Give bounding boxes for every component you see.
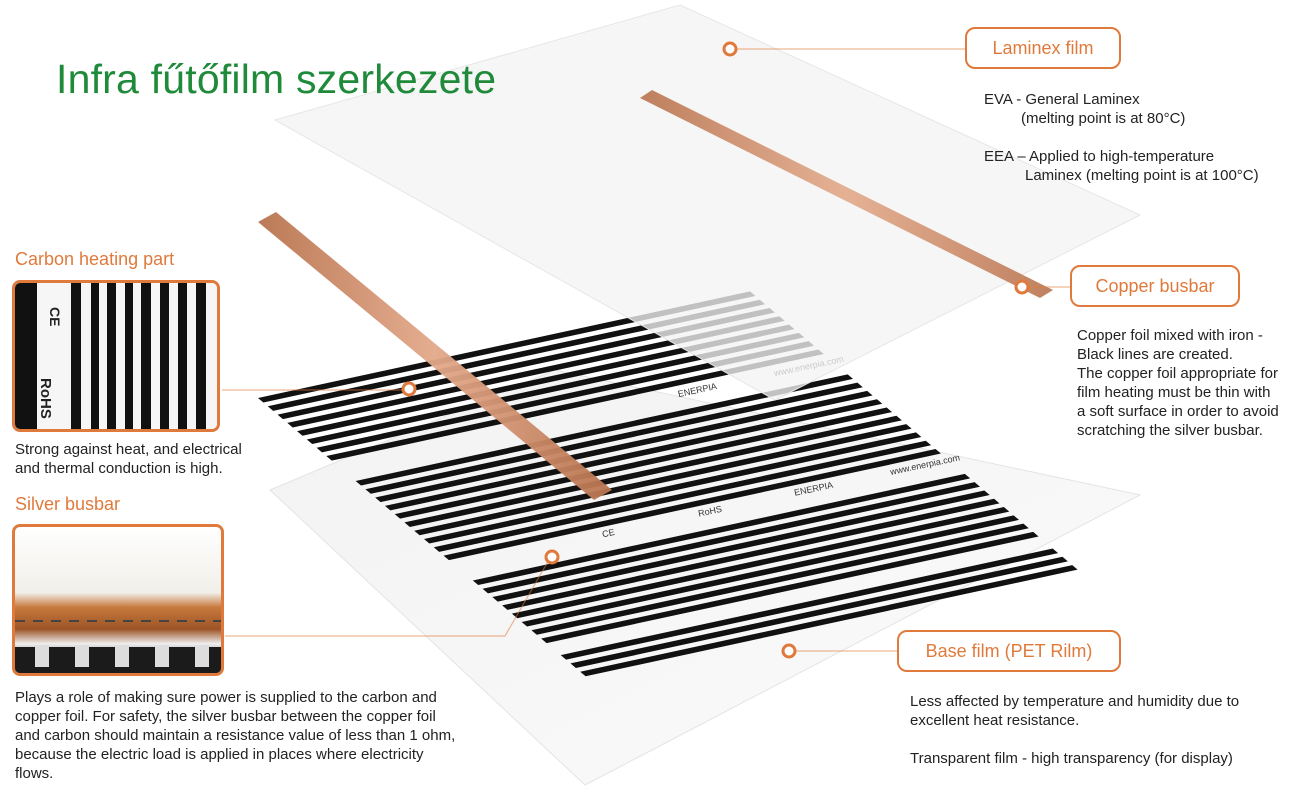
silver-desc-line: Plays a role of making sure power is sup… xyxy=(15,689,437,706)
base-desc-line: excellent heat resistance. xyxy=(910,712,1080,729)
carbon-stripe xyxy=(433,440,932,552)
marker-silver xyxy=(544,549,560,565)
carbon-stripe xyxy=(424,432,922,544)
carbon-stripe xyxy=(355,374,854,486)
laminex-eea-line: EEA – Applied to high-temperature xyxy=(984,148,1215,165)
film-print-text: CE xyxy=(601,527,615,539)
carbon-stripe xyxy=(560,548,1059,660)
carbon-stripe xyxy=(404,415,902,527)
copper-desc-line: Copper foil mixed with iron - xyxy=(1077,327,1263,344)
laminex-eva-line: (melting point is at 80°C) xyxy=(1021,110,1186,127)
silver-desc-line: and carbon should maintain a resistance … xyxy=(15,727,456,744)
silver-desc-line: because the electric load is applied in … xyxy=(15,746,424,763)
carbon-stripe xyxy=(482,482,980,594)
film-print-text: RoHS xyxy=(697,504,723,519)
laminex-eva-line: EVA - General Laminex xyxy=(984,91,1140,108)
carbon-stripe xyxy=(541,531,1039,644)
carbon-stripe xyxy=(580,565,1078,677)
carbon-stripe xyxy=(531,523,1029,635)
carbon-stripe xyxy=(365,382,863,494)
carbon-photo: CE RoHS xyxy=(12,280,220,432)
carbon-description: Strong against heat, and electrical and … xyxy=(15,440,242,478)
carbon-stripe xyxy=(492,490,990,602)
marker-copper xyxy=(1014,279,1030,295)
marker-base xyxy=(781,643,797,659)
base-desc-line: Transparent film - high transparency (fo… xyxy=(910,750,1233,767)
marker-laminex xyxy=(722,41,738,57)
laminex-pill: Laminex film xyxy=(965,27,1121,69)
base-film-description: Less affected by temperature and humidit… xyxy=(910,692,1239,768)
carbon-stripe xyxy=(511,507,1010,619)
laminex-eea-line: Laminex (melting point is at 100°C) xyxy=(1025,167,1259,184)
carbon-stripe xyxy=(287,316,785,428)
carbon-stripe xyxy=(375,390,873,503)
carbon-stripe xyxy=(297,324,795,436)
laminex-gap xyxy=(984,128,1259,147)
copper-desc-line: The copper foil appropriate for xyxy=(1077,365,1278,382)
carbon-stripe-group: www.enerpia.comENERPIAwww.enerpia.comENE… xyxy=(258,291,1078,677)
carbon-stripe xyxy=(502,498,1000,610)
page-title: Infra fűtőfilm szerkezete xyxy=(56,56,497,102)
silver-photo xyxy=(12,524,224,676)
carbon-stripe xyxy=(316,341,814,453)
leader-line-silver xyxy=(225,557,551,637)
silver-desc-line: copper foil. For safety, the silver busb… xyxy=(15,708,436,725)
base-film-pill: Base film (PET Rilm) xyxy=(897,630,1121,672)
carbon-desc-line: and thermal conduction is high. xyxy=(15,460,223,477)
laminex-description: EVA - General Laminex (melting point is … xyxy=(984,90,1259,185)
carbon-stripe xyxy=(306,332,805,445)
carbon-stripe xyxy=(414,424,912,536)
carbon-stripe xyxy=(394,407,893,519)
copper-desc-line: film heating must be thin with xyxy=(1077,384,1271,401)
silver-busbar-image xyxy=(15,527,221,673)
base-desc-line: Less affected by temperature and humidit… xyxy=(910,693,1240,710)
marker-carbon xyxy=(401,381,417,397)
carbon-desc-line: Strong against heat, and electrical xyxy=(15,441,242,458)
carbon-stripe xyxy=(443,448,941,561)
copper-desc-line: a soft surface in order to avoid xyxy=(1077,403,1279,420)
carbon-stripe xyxy=(570,556,1068,668)
carbon-stripe xyxy=(277,307,775,420)
copper-busbar-top xyxy=(640,90,1053,298)
copper-desc-line: Black lines are created. xyxy=(1077,346,1233,363)
carbon-stripes-image: CE RoHS xyxy=(15,283,217,429)
silver-description: Plays a role of making sure power is sup… xyxy=(15,688,455,783)
carbon-stripe xyxy=(326,349,824,461)
carbon-stripe xyxy=(521,515,1020,627)
base-gap xyxy=(910,730,1239,749)
carbon-stripe xyxy=(472,473,971,586)
silver-desc-line: flows. xyxy=(15,765,54,782)
photo-rohs-mark: RoHS xyxy=(37,378,54,419)
copper-pill: Copper busbar xyxy=(1070,265,1240,307)
laminex-film-sheet xyxy=(273,4,1142,401)
carbon-stripe xyxy=(384,399,883,511)
silver-label: Silver busbar xyxy=(15,494,121,514)
copper-description: Copper foil mixed with iron - Black line… xyxy=(1077,326,1279,440)
carbon-label: Carbon heating part xyxy=(15,249,175,269)
copper-desc-line: scratching the silver busbar. xyxy=(1077,422,1263,439)
copper-busbar-left xyxy=(258,212,612,500)
carbon-stripe xyxy=(267,299,766,411)
photo-ce-mark: CE xyxy=(47,307,63,326)
